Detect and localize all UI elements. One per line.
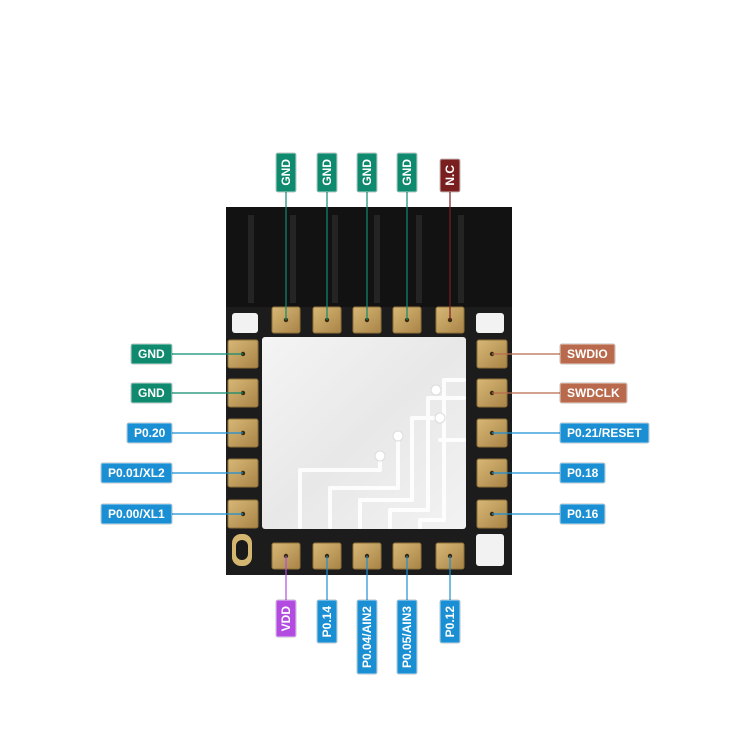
shield-traces	[298, 378, 466, 529]
pin-label-left-5: P0.00/XL1	[101, 504, 172, 524]
pin-label-text: P0.16	[567, 507, 599, 521]
pin-label-text: GND	[279, 159, 293, 186]
mount-hole-inner	[236, 540, 248, 560]
pin-label-right-4: P0.18	[560, 463, 606, 483]
leader-lines	[172, 192, 560, 600]
antenna-area	[226, 207, 512, 307]
pin-label-top-3: GND	[357, 153, 377, 192]
corner-pad	[232, 313, 258, 333]
pin-label-left-2: GND	[131, 383, 172, 403]
pin-label-text: N.C	[443, 165, 457, 186]
pin-label-right-5: P0.16	[560, 504, 606, 524]
pin-label-text: VDD	[279, 606, 293, 632]
pin-label-left-1: GND	[131, 344, 172, 364]
pin-label-bottom-5: P0.12	[440, 600, 460, 644]
pin-label-text: SWDCLK	[567, 386, 620, 400]
pin-label-left-4: P0.01/XL2	[101, 463, 172, 483]
shield-can	[262, 337, 466, 529]
pin-label-top-5: N.C	[440, 159, 460, 192]
antenna-stripes	[248, 215, 464, 303]
pin-label-text: GND	[400, 159, 414, 186]
pin-label-text: P0.05/AIN3	[400, 606, 414, 669]
pin-label-text: P0.00/XL1	[108, 507, 165, 521]
pin-label-right-3: P0.21/RESET	[560, 423, 649, 443]
pin-label-text: P0.04/AIN2	[360, 606, 374, 669]
module-board	[226, 207, 512, 575]
pin-label-right-2: SWDCLK	[560, 383, 627, 403]
pin-label-top-1: GND	[276, 153, 296, 192]
pin-label-text: GND	[138, 347, 165, 361]
pin-label-top-4: GND	[397, 153, 417, 192]
pin-label-text: P0.18	[567, 466, 599, 480]
pin-label-text: P0.14	[320, 606, 334, 638]
corner-pad	[476, 313, 504, 333]
pin-label-text: GND	[320, 159, 334, 186]
corner-pad	[476, 534, 504, 566]
pin-label-text: P0.21/RESET	[567, 426, 642, 440]
pin-label-right-1: SWDIO	[560, 344, 615, 364]
pin-label-text: SWDIO	[567, 347, 608, 361]
pin-label-top-2: GND	[317, 153, 337, 192]
pin-label-text: P0.20	[134, 426, 166, 440]
pin-label-left-3: P0.20	[127, 423, 173, 443]
pin-label-text: GND	[138, 386, 165, 400]
shield-vias	[374, 384, 446, 462]
pin-label-text: P0.12	[443, 606, 457, 638]
pin-label-bottom-3: P0.04/AIN2	[357, 600, 377, 675]
pin-label-bottom-4: P0.05/AIN3	[397, 600, 417, 675]
pin-label-bottom-1: VDD	[276, 600, 296, 638]
pin-label-text: P0.01/XL2	[108, 466, 165, 480]
pin-label-bottom-2: P0.14	[317, 600, 337, 644]
pin-label-text: GND	[360, 159, 374, 186]
